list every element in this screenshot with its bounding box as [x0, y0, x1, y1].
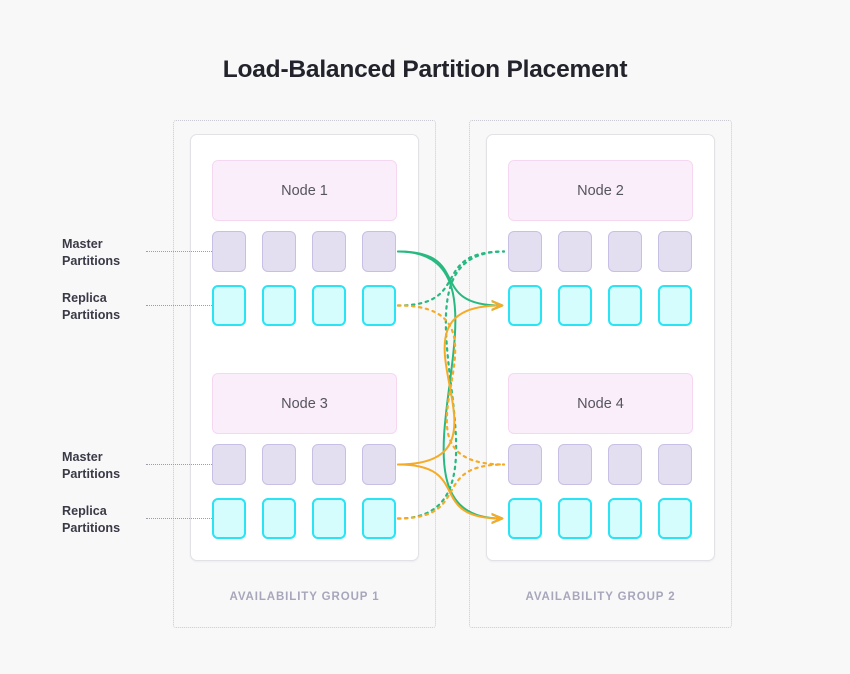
master-partition-node3-1[interactable]	[212, 444, 246, 485]
node-box-node-2[interactable]: Node 2	[508, 160, 693, 221]
master-partition-node2-1[interactable]	[508, 231, 542, 272]
replica-partition-node4-4[interactable]	[658, 498, 692, 539]
replica-partition-node1-3[interactable]	[312, 285, 346, 326]
master-partition-node4-3[interactable]	[608, 444, 642, 485]
node-box-node-4[interactable]: Node 4	[508, 373, 693, 434]
page-title: Load-Balanced Partition Placement	[222, 56, 628, 83]
master-partition-node4-1[interactable]	[508, 444, 542, 485]
side-label-line-1: Replica	[62, 291, 107, 305]
replica-partition-node3-2[interactable]	[262, 498, 296, 539]
replica-partition-node2-2[interactable]	[558, 285, 592, 326]
master-partition-node4-4[interactable]	[658, 444, 692, 485]
replica-partition-node1-2[interactable]	[262, 285, 296, 326]
side-label-line-2: Partitions	[62, 308, 121, 322]
side-label-line-2: Partitions	[62, 467, 121, 481]
master-partition-node1-1[interactable]	[212, 231, 246, 272]
replica-partition-node3-1[interactable]	[212, 498, 246, 539]
replica-partition-node1-1[interactable]	[212, 285, 246, 326]
side-label-master-partitions-top: Master Partitions	[62, 236, 174, 270]
node-label-node-4: Node 4	[577, 395, 624, 412]
node-label-node-2: Node 2	[577, 182, 624, 199]
replica-partition-node2-3[interactable]	[608, 285, 642, 326]
node-box-node-3[interactable]: Node 3	[212, 373, 397, 434]
side-label-master-partitions-bottom: Master Partitions	[62, 449, 174, 483]
master-partition-node1-4[interactable]	[362, 231, 396, 272]
replica-partition-node4-3[interactable]	[608, 498, 642, 539]
leader-line-master-bottom	[146, 464, 212, 465]
leader-line-master-top	[146, 251, 212, 252]
side-label-replica-partitions-top: Replica Partitions	[62, 290, 174, 324]
side-label-replica-partitions-bottom: Replica Partitions	[62, 503, 174, 537]
side-label-line-1: Replica	[62, 504, 107, 518]
side-label-line-2: Partitions	[62, 521, 121, 535]
replica-partition-node2-4[interactable]	[658, 285, 692, 326]
side-label-line-1: Master	[62, 450, 103, 464]
replica-partition-node2-1[interactable]	[508, 285, 542, 326]
master-partition-node2-3[interactable]	[608, 231, 642, 272]
master-partition-node3-2[interactable]	[262, 444, 296, 485]
node-box-node-1[interactable]: Node 1	[212, 160, 397, 221]
leader-line-replica-bottom	[146, 518, 212, 519]
replica-partition-node4-2[interactable]	[558, 498, 592, 539]
replica-partition-node3-4[interactable]	[362, 498, 396, 539]
availability-group-2-label: AVAILABILITY GROUP 2	[525, 591, 676, 603]
availability-group-1-label: AVAILABILITY GROUP 1	[229, 591, 380, 603]
master-partition-node3-3[interactable]	[312, 444, 346, 485]
replica-partition-node3-3[interactable]	[312, 498, 346, 539]
replica-partition-node1-4[interactable]	[362, 285, 396, 326]
master-partition-node4-2[interactable]	[558, 444, 592, 485]
side-label-line-1: Master	[62, 237, 103, 251]
node-label-node-1: Node 1	[281, 182, 328, 199]
master-partition-node3-4[interactable]	[362, 444, 396, 485]
master-partition-node2-2[interactable]	[558, 231, 592, 272]
replica-partition-node4-1[interactable]	[508, 498, 542, 539]
master-partition-node1-3[interactable]	[312, 231, 346, 272]
master-partition-node1-2[interactable]	[262, 231, 296, 272]
node-label-node-3: Node 3	[281, 395, 328, 412]
side-label-line-2: Partitions	[62, 254, 121, 268]
master-partition-node2-4[interactable]	[658, 231, 692, 272]
leader-line-replica-top	[146, 305, 212, 306]
